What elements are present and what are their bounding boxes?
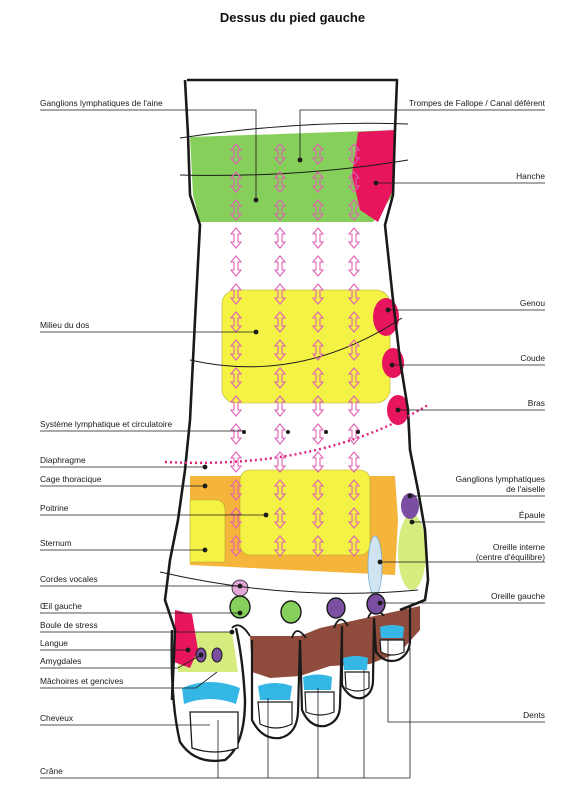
label-middle-back: Milieu du dos xyxy=(40,320,89,330)
label-tongue: Langue xyxy=(40,638,68,648)
armpit-lymph-zone xyxy=(401,493,419,519)
toe-gap-2 xyxy=(291,630,307,639)
label-shoulder: Épaule xyxy=(519,510,545,520)
big-toe-outline xyxy=(170,627,247,763)
label-elbow: Coude xyxy=(520,353,545,363)
teeth-zone xyxy=(250,606,420,678)
label-inner-ear-1: Oreille interne xyxy=(493,542,545,552)
label-fallopian: Trompes de Fallope / Canal déférent xyxy=(409,98,546,108)
label-teeth: Dents xyxy=(523,710,545,720)
label-tonsils: Amygdales xyxy=(40,656,81,666)
stress-ball-zone xyxy=(174,610,198,668)
label-diaphragm: Diaphragme xyxy=(40,455,86,465)
label-lymph-system: Système lymphatique et circulatoire xyxy=(40,419,173,429)
toe3-sphere xyxy=(326,597,346,619)
toe4-nail xyxy=(344,671,370,692)
label-jaws-gums: Mâchoires et gencives xyxy=(40,676,123,686)
big-toe-nail xyxy=(189,711,239,753)
leader-lines-left xyxy=(40,109,411,779)
left-ear-zone xyxy=(366,593,386,615)
diaphragm-line xyxy=(164,403,429,465)
lymph-dots xyxy=(242,430,360,434)
label-arm: Bras xyxy=(528,398,545,408)
toe5-nail-cyan xyxy=(380,625,404,638)
inner-ear-zone xyxy=(367,535,383,597)
label-skull: Crâne xyxy=(40,766,63,776)
toe-base-curve xyxy=(159,571,419,594)
toe5-nail xyxy=(379,639,405,656)
label-knee: Genou xyxy=(520,298,545,308)
label-hair: Cheveux xyxy=(40,713,74,723)
tonsils-zone xyxy=(211,647,223,663)
labels-left: Ganglions lymphatiques de l'aine Milieu … xyxy=(40,98,173,776)
left-eye-zone xyxy=(229,595,251,619)
label-stress-ball: Boule de stress xyxy=(40,620,98,630)
label-groin-lymph: Ganglions lymphatiques de l'aine xyxy=(40,98,163,108)
label-left-ear: Oreille gauche xyxy=(491,591,545,601)
label-vocal-cords: Cordes vocales xyxy=(40,574,98,584)
label-armpit-lymph-1: Ganglions lymphatiques xyxy=(456,474,545,484)
knee-zone xyxy=(373,298,399,336)
toe-gap-3 xyxy=(333,618,349,629)
sternum-zone xyxy=(189,499,226,563)
page-title: Dessus du pied gauche xyxy=(219,10,366,25)
label-hip: Hanche xyxy=(516,171,545,181)
toe2-nail xyxy=(257,701,293,729)
label-sternum: Sternum xyxy=(40,538,72,548)
label-left-eye: Œil gauche xyxy=(40,601,82,611)
toe4-outline xyxy=(340,619,376,700)
shoulder-zone xyxy=(398,514,426,590)
label-inner-ear-2: (centre d'équilibre) xyxy=(476,552,545,562)
label-rib-cage: Cage thoracique xyxy=(40,474,102,484)
ankle-curve-top xyxy=(179,122,409,139)
middle-back-zone xyxy=(221,289,391,404)
ankle-curve-bottom xyxy=(179,159,409,176)
toe3-nail-cyan xyxy=(303,674,332,690)
toe-gap-1 xyxy=(231,624,251,637)
labels-right: Trompes de Fallope / Canal déférent Hanc… xyxy=(409,98,546,720)
label-armpit-lymph-2: de l'aiselle xyxy=(506,484,545,494)
waist-curve xyxy=(189,317,403,368)
toe2-nail-cyan xyxy=(258,683,292,700)
toe2-outline xyxy=(250,639,302,740)
leader-lines-right xyxy=(297,109,545,723)
toe3-nail xyxy=(304,691,335,716)
toe5-outline xyxy=(372,606,412,663)
toe3-outline xyxy=(298,629,344,728)
toe2-sphere xyxy=(280,600,302,624)
groin-lymph-zone xyxy=(190,130,395,222)
hip-zone xyxy=(352,130,395,222)
toe4-nail-cyan xyxy=(343,656,368,670)
label-chest: Poitrine xyxy=(40,503,69,513)
